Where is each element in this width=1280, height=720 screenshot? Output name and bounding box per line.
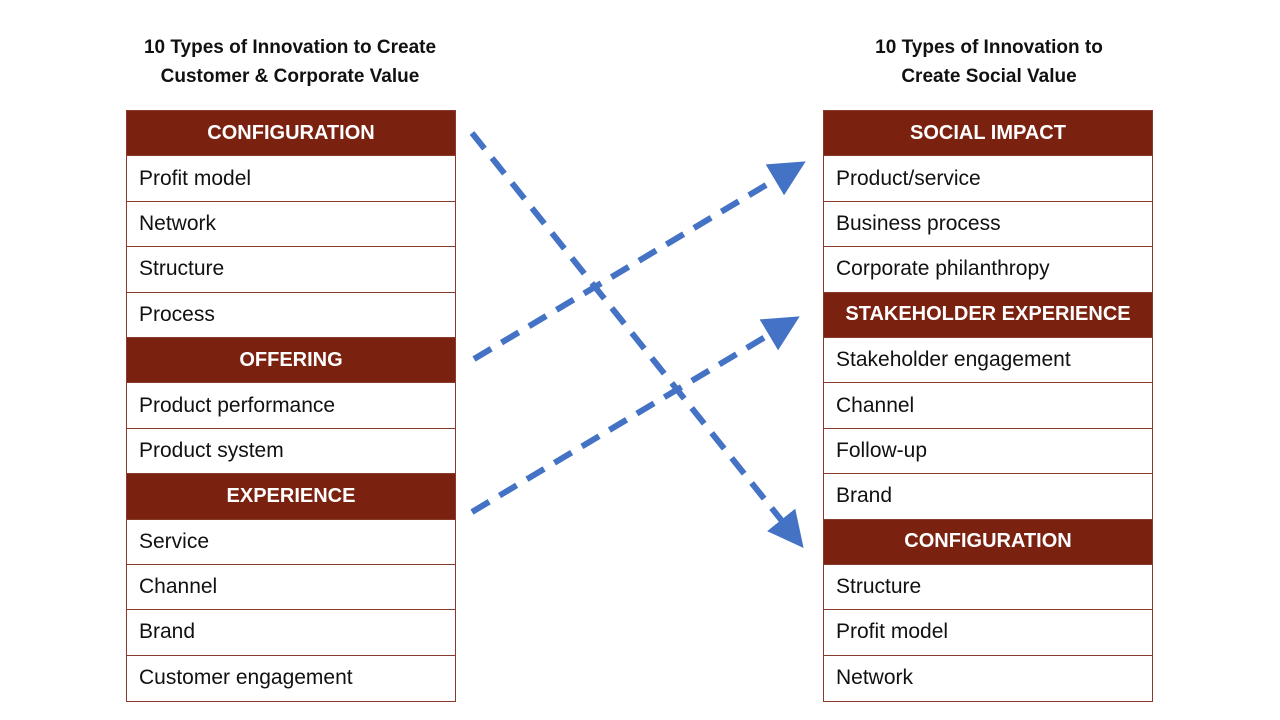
arrow-experience-to-stakeholder-experience [470, 316, 800, 515]
right-item-follow-up: Follow-up [824, 428, 1152, 475]
right-category-header-stakeholder-experience: STAKEHOLDER EXPERIENCE [824, 292, 1152, 338]
right-category-header-configuration: CONFIGURATION [824, 519, 1152, 565]
right-item-network: Network [824, 655, 1152, 702]
right-item-business-process: Business process [824, 201, 1152, 248]
arrow-configuration-to-configuration [469, 131, 804, 549]
left-title-line-1: 10 Types of Innovation to Create [143, 37, 437, 58]
right-item-channel: Channel [824, 383, 1152, 429]
left-item-product-system: Product system [127, 428, 455, 475]
left-item-process: Process [127, 292, 455, 338]
left-category-header-experience: EXPERIENCE [127, 474, 455, 520]
left-category-header-offering: OFFERING [127, 337, 455, 384]
right-item-profit-model: Profit model [824, 610, 1152, 656]
right-item-brand: Brand [824, 474, 1152, 520]
left-item-brand: Brand [127, 610, 455, 656]
right-title-line-1: 10 Types of Innovation to [875, 37, 1103, 58]
right-item-structure: Structure [824, 564, 1152, 611]
left-item-customer-engagement: Customer engagement [127, 655, 455, 702]
right-title-line-2: Create Social Value [901, 66, 1077, 87]
right-category-header-social-impact: SOCIAL IMPACT [824, 111, 1152, 157]
right-item-stakeholder-engagement: Stakeholder engagement [824, 337, 1152, 384]
left-column-title: 10 Types of Innovation to Create Custome… [120, 33, 460, 91]
left-title-line-2: Customer & Corporate Value [160, 66, 420, 87]
right-column-title: 10 Types of Innovation to Create Social … [819, 33, 1159, 91]
left-item-profit-model: Profit model [127, 156, 455, 202]
left-item-product-performance: Product performance [127, 383, 455, 429]
left-category-header-configuration: CONFIGURATION [127, 111, 455, 157]
left-item-network: Network [127, 201, 455, 248]
left-item-service: Service [127, 519, 455, 565]
left-item-channel: Channel [127, 564, 455, 611]
right-item-product-service: Product/service [824, 156, 1152, 202]
right-item-corporate-philanthropy: Corporate philanthropy [824, 247, 1152, 293]
left-item-structure: Structure [127, 247, 455, 293]
